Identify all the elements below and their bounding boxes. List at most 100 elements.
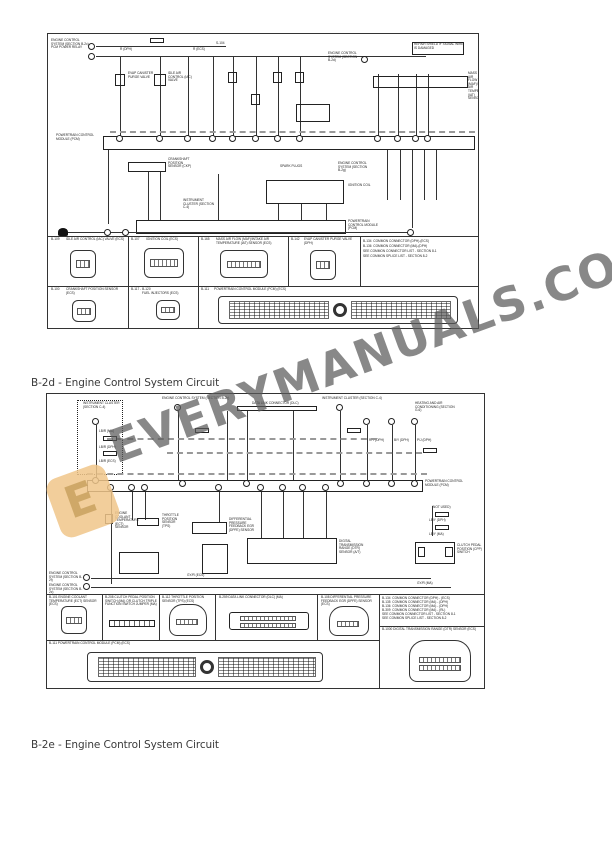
ect-connector xyxy=(61,606,87,634)
wire xyxy=(261,492,262,538)
connector-tag xyxy=(347,428,361,433)
panel-divider xyxy=(48,286,478,287)
tps-connector xyxy=(169,604,207,636)
ref-pin xyxy=(83,583,90,590)
figure-caption-b2e: B-2e - Engine Control System Circuit xyxy=(31,739,219,751)
dtr-sensor xyxy=(247,538,337,564)
pcm-pin xyxy=(322,484,329,491)
panel-label-b111: B-111 xyxy=(201,287,210,291)
dpfe-sensor xyxy=(192,522,227,534)
feed-wire xyxy=(233,56,234,136)
wire xyxy=(301,204,302,220)
shield-dash xyxy=(110,131,475,133)
wire xyxy=(111,492,112,584)
component-label: CRANKSHAFT POSITION SENSOR (CKP) xyxy=(168,157,192,169)
engine-control-ref-2g: ENGINE CONTROL SYSTEM (SECTION B-2g) xyxy=(338,161,368,173)
ground-pin xyxy=(407,229,414,236)
pcm-connector xyxy=(87,652,323,682)
panel-title: POWERTRAIN CONTROL MODULE (PCM) (ECS) xyxy=(214,287,287,291)
wire xyxy=(160,172,161,220)
figure-caption-b2d: B-2d - Engine Control System Circuit xyxy=(31,377,220,389)
panel-divider xyxy=(215,594,216,640)
common-note: B-135 COMMON CONNECTOR (MA) - (DPH) xyxy=(382,600,448,604)
pcm-pin xyxy=(412,135,419,142)
connector-tag xyxy=(435,512,449,517)
connector-tag xyxy=(435,525,449,530)
shield-dash xyxy=(167,452,422,454)
power-wire xyxy=(96,46,226,47)
panel-divider xyxy=(48,236,478,237)
side-label: (NOT USED) xyxy=(432,505,451,509)
dlc-bar xyxy=(237,406,317,411)
fuel-injector-1 xyxy=(273,72,282,83)
wire-label: B/Y (DPH) xyxy=(394,438,409,442)
maf-sensor-label: MASS AIR FLOW (MAF)/INTAKE AIR TEMPERATU… xyxy=(468,71,479,101)
wire-label: GY/R (MA) xyxy=(417,581,433,585)
wiring-diagram-b2e: INSTRUMENT CLUSTER (SECTION C-4) ENGINE … xyxy=(46,393,485,689)
common-note: SEE COMMON SPLICE LIST - SECTION 8-2 xyxy=(382,616,447,620)
wire xyxy=(145,492,146,520)
iac-valve xyxy=(154,74,166,86)
wire xyxy=(96,425,97,480)
panel-label-b165: B-165 xyxy=(201,237,210,241)
wire xyxy=(436,150,437,200)
panel-divider xyxy=(317,594,318,640)
feed-wire xyxy=(416,74,417,136)
ref-pin xyxy=(336,404,343,411)
wire xyxy=(412,200,413,228)
panel-divider xyxy=(47,594,484,595)
panel-title: IGNITION COIL (ECS) xyxy=(146,237,178,241)
pcm-upper xyxy=(103,136,475,150)
dtr-label: DIGITAL TRANSMISSION RANGE (DTR) SENSOR … xyxy=(339,539,364,554)
pcm-pin xyxy=(116,135,123,142)
engine-control-ref: ENGINE CONTROL SYSTEM (SECTION B-2d) xyxy=(328,51,358,63)
note-label: REPAIR SHIELD IF SIGNAL WIRE IS DAMAGED xyxy=(414,42,464,50)
panel-title: CRANKSHAFT POSITION SENSOR (ECS) xyxy=(66,287,119,295)
wire xyxy=(478,34,479,204)
power-wire xyxy=(96,56,426,57)
pcm-pin xyxy=(424,135,431,142)
panel-label-b109: B-109 xyxy=(51,237,60,241)
pcm-pin xyxy=(156,135,163,142)
engine-control-label: ENGINE CONTROL SYSTEM (SECTION B-2b) xyxy=(162,396,230,400)
wire xyxy=(340,411,341,481)
pcm-pin xyxy=(411,480,418,487)
pcm-power-relay-label: ENGINE CONTROL SYSTEM (SECTION B-2c) PCM… xyxy=(51,38,89,50)
wire xyxy=(278,204,279,220)
fuel-injector-4 xyxy=(228,72,237,83)
pcm-label: POWERTRAIN CONTROL MODULE (PCM) xyxy=(348,219,378,231)
wire xyxy=(247,411,248,481)
common-note: SEE COMMON CONNECTOR LIST - SECTION 8-1 xyxy=(382,612,456,616)
pcm-pin xyxy=(363,480,370,487)
ignition-coil xyxy=(266,180,344,204)
pcm-label: POWERTRAIN CONTROL MODULE (PCM) xyxy=(56,133,94,141)
panel-title: B-111 POWERTRAIN CONTROL MODULE (PCM) (E… xyxy=(49,641,130,645)
component-label: IDLE AIR CONTROL (IAC) VALVE xyxy=(168,71,192,83)
feed-wire xyxy=(120,56,121,136)
panel-divider xyxy=(159,594,160,640)
pcm-pin xyxy=(394,135,401,142)
cpp-switch xyxy=(445,547,453,557)
maf-connector xyxy=(220,250,268,278)
panel-divider xyxy=(379,594,380,688)
ref-pin xyxy=(363,418,370,425)
component-label: EVAP CANISTER PURGE VALVE xyxy=(128,71,154,79)
feed-wire xyxy=(398,74,399,136)
ref-pin xyxy=(174,404,181,411)
wire xyxy=(148,172,149,220)
shield-dash xyxy=(107,438,377,440)
ref-pin xyxy=(411,418,418,425)
panel-title: B-112 THROTTLE POSITION SENSOR (TPS) (EC… xyxy=(162,595,205,603)
wire xyxy=(293,411,294,481)
ground-bus xyxy=(60,232,410,233)
common-note: B-134 COMMON CONNECTOR (DPH) - (ECS) xyxy=(382,596,450,600)
common-note: B-136 COMMON CONNECTOR (MA)-(DPH) xyxy=(363,244,428,248)
splice-label: S-104 xyxy=(216,41,225,45)
wiring-diagram-b2d: ENGINE CONTROL SYSTEM (SECTION B-2c) PCM… xyxy=(47,33,479,329)
ref-pin xyxy=(83,574,90,581)
pcm-pin xyxy=(296,135,303,142)
panel-label-b100: B-100 xyxy=(51,287,60,291)
pcm-pin xyxy=(279,484,286,491)
panel-title: B-101 ENGINE COOLANT TEMPERATURE (ECT) S… xyxy=(49,595,97,607)
common-note: B-309 COMMON CONNECTOR (MA) - (RL) xyxy=(382,608,446,612)
